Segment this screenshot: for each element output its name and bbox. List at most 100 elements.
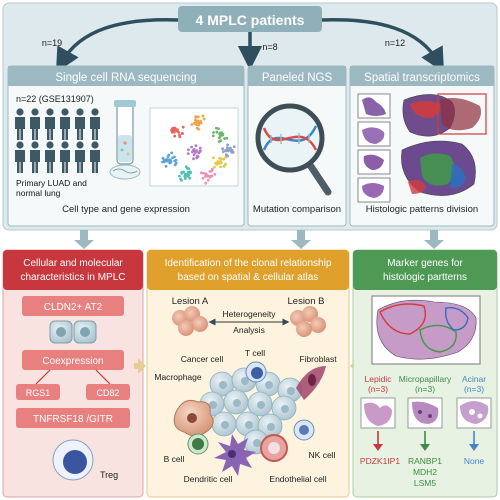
tsne-point [196,120,200,124]
micro-gene-3: LSM5 [414,478,436,488]
macrophage-label: Macrophage [154,372,202,382]
tsne-point [177,131,181,134]
person-icon [75,108,85,140]
macrophage-icon [173,399,214,437]
micro-gene-1: RANBP1 [408,456,442,466]
coexp-branch-left [35,369,51,385]
tsne-point [223,137,226,140]
tsne-point [192,148,195,152]
arrow-to-scrna [55,18,179,73]
tsne-point [225,136,229,140]
sample-line1: Primary LUAD and [16,178,87,188]
tsne-point [173,134,177,138]
tsne-point [220,161,223,165]
tsne-point [194,118,197,122]
clonal-title-1: Identification of the clonal relationshi… [165,258,332,269]
tsne-point [198,146,202,150]
tsne-point [169,160,173,164]
endothelial-label: Endothelial cell [269,474,326,484]
magnifier-dna-icon [255,103,332,196]
tsne-point [213,172,217,176]
tsne-point [201,176,205,180]
tsne-point [202,171,205,175]
tsne-point [161,160,164,164]
count-right: n=12 [385,38,405,48]
lepidic-gene: PDZK1IP1 [360,456,400,466]
coexpression-box [22,350,124,370]
tsne-point [171,156,174,160]
cancer-cell-cluster [199,367,303,455]
clonal-title-2: based on spatial & cellular atlas [178,272,319,283]
tsne-point [217,127,220,130]
cd82-label: CD82 [96,388,119,398]
tsne-point [224,153,228,157]
tsne-point [206,174,210,178]
analysis-label: Analysis [233,325,265,335]
ngs-caption: Mutation comparison [253,204,341,215]
spatial-caption: Histologic patterns division [366,204,478,215]
treg-cell-icon [52,439,94,481]
markers-header [353,250,497,290]
count-middle: n=8 [262,42,277,52]
tsne-point [166,155,170,159]
tsne-point [189,171,193,175]
acinar-label: Acinar [462,374,486,384]
count-left: n=19 [42,38,62,48]
rgs1-box [16,384,60,400]
tsne-point [176,128,179,132]
tsne-point [164,164,168,168]
spatial-header [350,66,494,86]
micro-label: Micropapillary [399,374,452,384]
tsne-point [215,130,219,134]
cancer-cell [247,391,273,417]
tissue-slide-thumbnails [357,93,391,203]
tsne-point [217,162,221,165]
cldn2-label: CLDN2+ AT2 [44,302,103,313]
spatial-tissue-map [401,93,487,196]
nkcell-label: NK cell [309,450,336,460]
tsne-point [218,132,222,136]
tsne-point [221,147,225,151]
tsne-point [163,158,166,162]
tsne-point [194,144,198,148]
histology-slide [371,295,481,365]
micro-gene-2: MDH2 [413,467,437,477]
tsne-point [200,171,203,175]
tcell-label: T cell [245,348,265,358]
tsne-point [206,178,210,182]
tsne-point [173,163,177,167]
lesion-b-icon [290,306,326,337]
tcell-icon [245,361,267,383]
tsne-point [224,162,227,166]
cancer-cell-label: Cancer cell [181,354,224,364]
arrow-to-spatial [321,18,445,73]
tsne-point [172,130,176,134]
tsne-point [186,152,190,156]
tsne-point [194,115,198,118]
person-icon [60,141,70,173]
tsne-point [165,158,169,161]
lesion-a-label: Lesion A [172,296,209,307]
tnfrsf18-label: TNFRSF18 /GITR [33,414,113,425]
lesion-b-label: Lesion B [288,296,325,307]
heterogeneity-label: Heterogeneity [223,309,277,319]
lepidic-label: Lepidic [365,374,393,384]
cd82-box [86,384,130,400]
sample-tube-icon [109,100,141,180]
cellular-title-1: Cellular and molecular [23,258,123,269]
tsne-point [232,145,236,149]
tsne-point [219,157,223,161]
fibroblast-icon [296,366,326,400]
person-icon [15,108,25,140]
endothelial-cell-icon [260,434,288,462]
at2-cells-icon [49,320,97,344]
tsne-point [170,151,174,155]
cellular-header [3,250,143,290]
scrna-header [8,66,244,86]
tsne-point [187,148,190,152]
tsne-point [192,153,196,157]
tsne-point [184,174,188,178]
ngs-header [248,66,346,86]
tnfrsf18-box [16,408,130,428]
lepidic-n: (n=3) [368,384,388,394]
